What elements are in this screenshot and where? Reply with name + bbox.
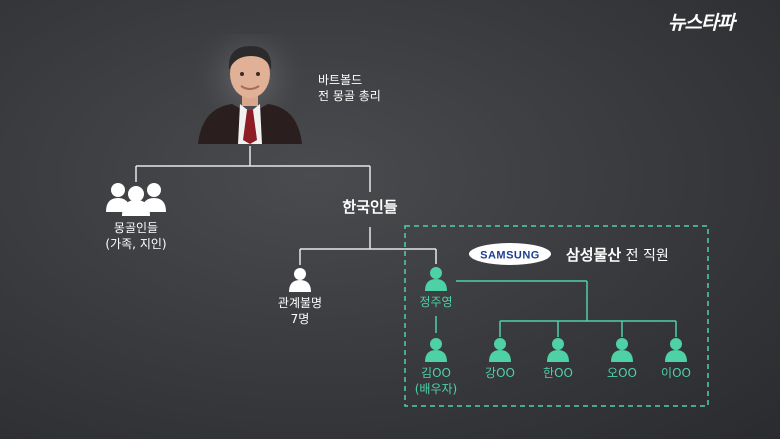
mongolians-line2: (가족, 지인) (105, 237, 167, 251)
group-person-icon (106, 183, 166, 216)
koreans-label: 한국인들 (342, 198, 398, 216)
spouse-line1: 김OO (421, 366, 451, 380)
company-name: 삼성물산 (566, 246, 622, 264)
pm-label: 바트볼드 전 몽골 총리 (318, 72, 381, 104)
person-icon (489, 338, 511, 362)
staff-label-2: 한OO (543, 366, 573, 380)
unknown-line2: 7명 (290, 312, 310, 326)
newstapa-logo: 뉴스타파 (668, 12, 735, 34)
pm-title: 전 몽골 총리 (318, 89, 381, 103)
person-icon (425, 338, 447, 362)
staff-label-4: 이OO (661, 366, 691, 380)
person-icon (425, 267, 447, 291)
person-icon (289, 268, 311, 292)
spouse-label: 김OO (배우자) (402, 365, 470, 397)
unknown-label: 관계불명 7명 (270, 295, 330, 327)
samsung-group-box (404, 225, 709, 407)
company-label: 삼성물산 전 직원 (566, 244, 669, 265)
staff-label-3: 오OO (607, 366, 637, 380)
mongolians-line1: 몽골인들 (113, 221, 159, 235)
company-suffix: 전 직원 (625, 248, 669, 264)
person-icon (611, 338, 633, 362)
person-icon (665, 338, 687, 362)
pm-photo (196, 34, 304, 144)
spouse-line2: (배우자) (414, 382, 458, 396)
unknown-line1: 관계불명 (277, 296, 323, 310)
staff-label-1: 강OO (485, 366, 515, 380)
mongolians-label: 몽골인들 (가족, 지인) (96, 220, 176, 252)
lead-label: 정주영 (419, 295, 453, 309)
pm-name: 바트볼드 (318, 73, 363, 87)
person-icon (547, 338, 569, 362)
samsung-logo: SAMSUNG (468, 242, 552, 266)
samsung-brand-text: SAMSUNG (480, 250, 540, 262)
